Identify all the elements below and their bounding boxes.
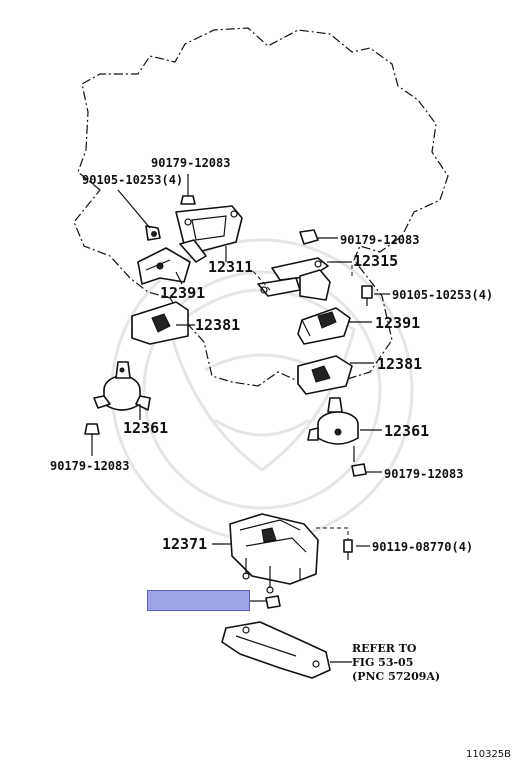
nut-90179-right[interactable] xyxy=(299,229,338,245)
bolt-90179-top[interactable] xyxy=(180,174,196,205)
label-90119-08770[interactable]: 90119-08770(4) xyxy=(372,540,473,554)
label-90105-right[interactable]: 90105-10253(4) xyxy=(392,288,493,302)
label-12381-left[interactable]: 12381 xyxy=(195,316,240,334)
label-12371[interactable]: 12371 xyxy=(162,535,207,553)
label-12391-left[interactable]: 12391 xyxy=(160,284,205,302)
label-12361-right[interactable]: 12361 xyxy=(384,422,429,440)
label-90179-right-bottom[interactable]: 90179-12083 xyxy=(384,467,463,481)
label-12381-right[interactable]: 12381 xyxy=(377,355,422,373)
bolt-90105-top[interactable] xyxy=(117,189,161,241)
mount-12371[interactable] xyxy=(212,513,349,594)
mount-12361-left[interactable] xyxy=(93,361,151,420)
bracket-12311[interactable] xyxy=(175,205,243,263)
mount-12361-right[interactable] xyxy=(307,397,382,462)
label-12391-right[interactable]: 12391 xyxy=(375,314,420,332)
insulator-12391-left[interactable] xyxy=(137,247,191,285)
crossmember-reference[interactable] xyxy=(221,621,352,679)
nut-90179-right-bottom[interactable] xyxy=(351,463,382,477)
reference-line-1: REFER TO xyxy=(352,642,417,655)
insulator-12381-right[interactable] xyxy=(297,355,374,395)
label-90179-top[interactable]: 90179-12083 xyxy=(151,156,230,170)
figure-code: 110325B xyxy=(466,749,511,760)
nut-under-12371[interactable] xyxy=(250,595,281,609)
bolt-90105-right[interactable] xyxy=(361,285,390,306)
reference-line-2[interactable]: FIG 53-05 xyxy=(352,656,413,669)
stay-12315[interactable] xyxy=(251,257,353,301)
insulator-12391-right[interactable] xyxy=(297,307,372,345)
label-90105-top[interactable]: 90105-10253(4) xyxy=(82,173,183,187)
engine-outline xyxy=(73,27,449,387)
label-12361-left[interactable]: 12361 xyxy=(123,419,168,437)
highlighted-part-label[interactable] xyxy=(147,590,250,611)
label-90179-left-bottom[interactable]: 90179-12083 xyxy=(50,459,129,473)
label-90179-right[interactable]: 90179-12083 xyxy=(340,233,419,247)
insulator-12381-left[interactable] xyxy=(131,301,195,345)
bolt-90119-08770[interactable] xyxy=(343,539,370,560)
reference-line-3: (PNC 57209A) xyxy=(352,670,440,683)
label-12311[interactable]: 12311 xyxy=(208,258,253,276)
nut-90179-left-bottom[interactable] xyxy=(84,423,100,456)
label-12315[interactable]: 12315 xyxy=(353,252,398,270)
